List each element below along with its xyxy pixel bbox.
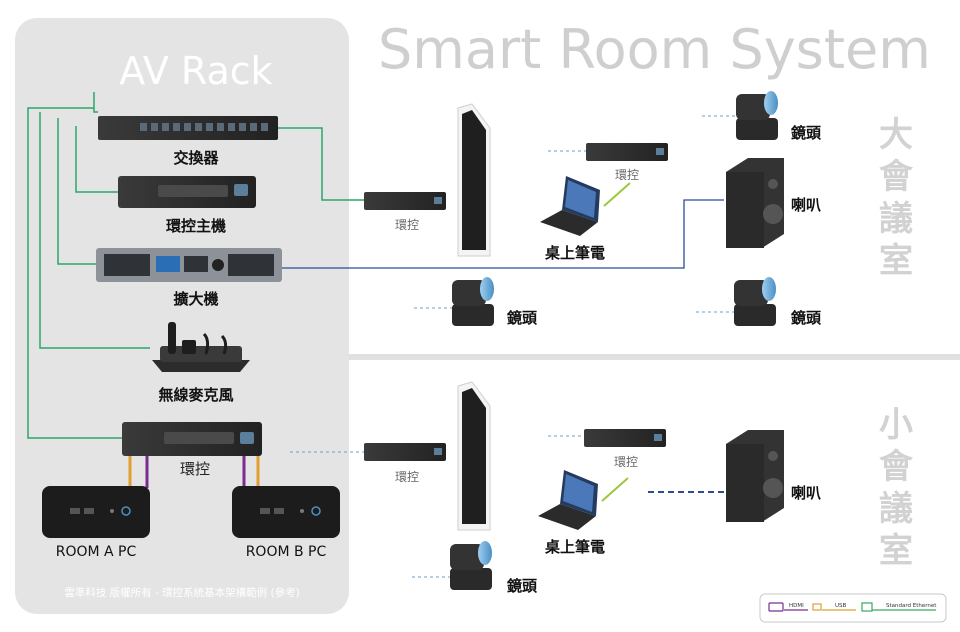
pc-cables xyxy=(128,456,260,488)
pc-a-label: ROOM A PC xyxy=(56,544,137,560)
room-divider xyxy=(349,354,960,360)
control-host xyxy=(118,176,256,208)
large-room-char: 大 xyxy=(879,115,913,155)
laptop-link-large xyxy=(603,182,631,207)
large-speaker-label: 喇叭 xyxy=(791,196,821,214)
laptop-link-small xyxy=(601,477,629,502)
large-room-camera-1 xyxy=(736,91,778,140)
legend-usb: USB xyxy=(835,603,847,609)
large-control-2-label: 環控 xyxy=(615,168,639,182)
page-title: Smart Room System xyxy=(378,18,931,81)
large-room-char: 室 xyxy=(879,241,913,281)
room-b-pc xyxy=(232,486,340,538)
av-rack-panel xyxy=(15,18,349,614)
dashed-links xyxy=(290,115,736,578)
legend-hdmi: HDMI xyxy=(789,603,804,609)
small-laptop-label: 桌上筆電 xyxy=(544,538,605,556)
small-control-2-label: 環控 xyxy=(614,455,638,469)
amplifier xyxy=(96,248,282,282)
small-room-char: 會 xyxy=(879,447,914,487)
small-room-speaker xyxy=(726,430,784,522)
large-room-char: 議 xyxy=(879,199,913,239)
speaker-cable-large xyxy=(282,199,724,269)
legend-ethernet: Standard Ethernet xyxy=(886,603,937,609)
host-label: 環控主機 xyxy=(166,217,226,235)
small-speaker-label: 喇叭 xyxy=(791,484,821,502)
large-camera-2-label: 鏡頭 xyxy=(507,309,538,327)
large-room-name: 大 會 議 室 xyxy=(879,115,914,281)
rack-control-box xyxy=(122,422,262,456)
room-a-pc xyxy=(42,486,150,538)
large-room-control-box-2 xyxy=(586,143,668,161)
large-control-1-label: 環控 xyxy=(395,218,419,232)
amp-label: 擴大機 xyxy=(173,290,218,308)
small-room-char: 小 xyxy=(879,405,913,445)
large-room-control-box xyxy=(364,192,446,210)
large-camera-1-label: 鏡頭 xyxy=(791,124,822,142)
large-camera-3-label: 鏡頭 xyxy=(791,309,822,327)
large-room-camera-2 xyxy=(452,277,494,326)
mic-label: 無線麥克風 xyxy=(158,386,233,404)
ethernet-wiring xyxy=(27,92,364,439)
small-room-control-box xyxy=(364,443,446,461)
small-room-control-box-2 xyxy=(584,429,666,447)
large-laptop-label: 桌上筆電 xyxy=(544,244,605,262)
small-room-laptop xyxy=(538,470,598,530)
large-room-laptop xyxy=(540,176,600,236)
network-switch xyxy=(98,116,278,140)
small-control-1-label: 環控 xyxy=(395,470,419,484)
large-room-display xyxy=(457,103,491,257)
small-room-char: 室 xyxy=(879,531,913,571)
large-room-speaker xyxy=(726,158,784,248)
small-room-name: 小 會 議 室 xyxy=(879,405,914,571)
small-room-camera xyxy=(450,541,492,590)
small-room-char: 議 xyxy=(879,489,913,529)
large-room-camera-3 xyxy=(734,277,776,326)
rack-control-label: 環控 xyxy=(180,460,210,478)
small-room-display xyxy=(457,381,491,531)
switch-label: 交換器 xyxy=(173,149,219,167)
rack-footer: 雲準科技 版權所有 - 環控系統基本架構範例 (參考) xyxy=(64,586,299,599)
large-room-char: 會 xyxy=(879,157,914,197)
rack-title: AV Rack xyxy=(119,49,272,93)
pc-b-label: ROOM B PC xyxy=(246,544,327,560)
wireless-microphone xyxy=(152,322,250,372)
cable-legend: HDMI USB Standard Ethernet xyxy=(759,593,947,623)
small-camera-label: 鏡頭 xyxy=(507,577,538,595)
